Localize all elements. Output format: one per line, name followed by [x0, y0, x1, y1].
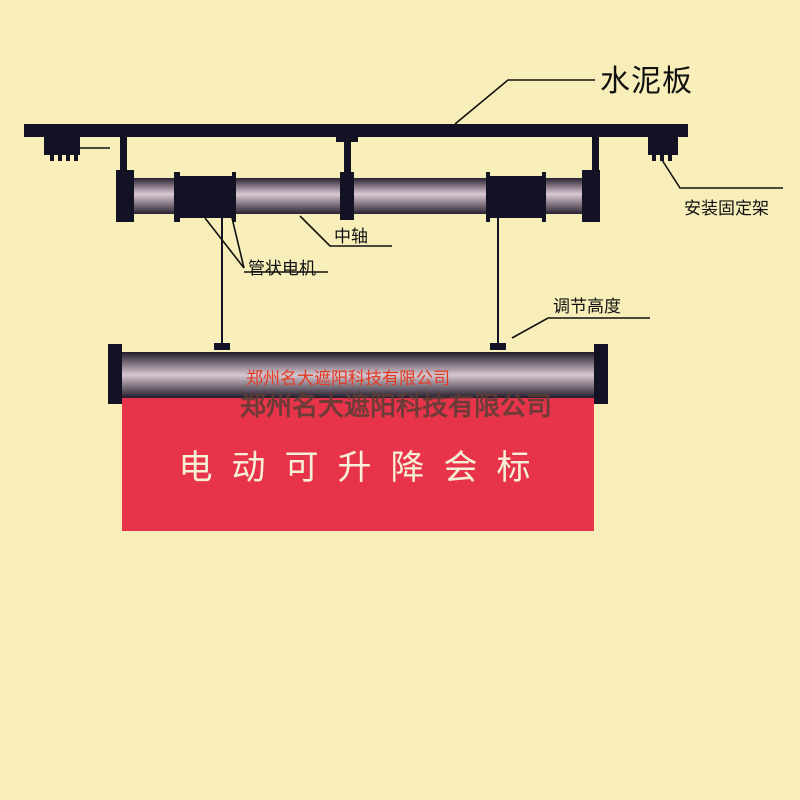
cord-clip-right [490, 343, 506, 350]
leader-axis [299, 215, 392, 247]
right-bracket-block [648, 137, 678, 155]
banner-cloth [122, 398, 594, 531]
leader-bracket [661, 159, 783, 189]
tubular-motor-right-ring [486, 172, 490, 222]
banner-bar-end-right [594, 344, 608, 404]
leader-motor-b [231, 217, 245, 269]
label-center-axis: 中轴 [334, 227, 368, 247]
watermark-large: 郑州名大遮阳科技有限公司 [240, 392, 553, 422]
banner-text: 电动可升降会标 [178, 448, 550, 488]
hanger-right [592, 137, 599, 170]
banner-top-bar [114, 352, 604, 398]
center-bearing [340, 172, 354, 220]
hanger-left [120, 137, 127, 170]
hanger-cap-center [336, 132, 358, 142]
leader-motor-a [204, 217, 245, 269]
tubular-motor-left [180, 176, 232, 218]
right-bracket-teeth [652, 155, 672, 161]
label-concrete-slab: 水泥板 [600, 64, 693, 99]
tubular-motor-right [490, 176, 542, 218]
tube-end-cap-left [116, 170, 134, 222]
banner-bar-end-left [108, 344, 122, 404]
leader-height [511, 317, 650, 339]
hanger-center [344, 137, 351, 175]
tubular-motor-right-ring-2 [542, 172, 546, 222]
tubular-motor-left-ring-2 [232, 172, 236, 222]
label-height-adjust: 调节高度 [553, 297, 621, 317]
watermark-small: 郑州名大遮阳科技有限公司 [246, 369, 450, 389]
label-mounting-bracket: 安装固定架 [684, 199, 769, 219]
label-tubular-motor: 管状电机 [248, 259, 316, 279]
tube-end-cap-right [582, 170, 600, 222]
left-bracket-teeth [50, 155, 78, 161]
concrete-slab [24, 124, 688, 137]
cord-clip-left [214, 343, 230, 350]
tubular-motor-left-ring [174, 172, 180, 222]
left-bracket-block [44, 137, 80, 155]
leader-slab [454, 79, 595, 125]
